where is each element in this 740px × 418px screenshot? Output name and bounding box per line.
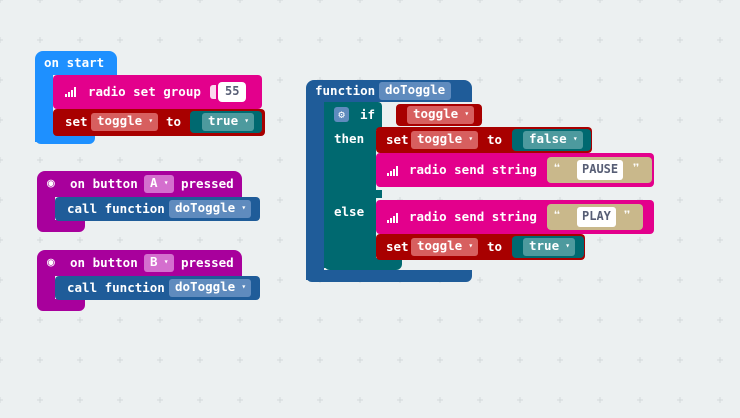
set-label: set [386, 132, 409, 147]
open-quote-icon: ❝ [553, 209, 561, 224]
function-name-field[interactable]: doToggle [379, 82, 452, 100]
chevron-down-icon: ▾ [565, 241, 571, 250]
gear-icon[interactable]: ⚙ [334, 107, 349, 122]
variable-dropdown-text: toggle [417, 131, 463, 146]
on-button-b-side [37, 274, 55, 304]
then-label: then [334, 131, 365, 146]
radio-signal-icon [387, 166, 399, 176]
if-block-bottom [324, 258, 402, 270]
input-notch [210, 85, 216, 99]
radio-set-group-label: radio set group [88, 84, 201, 99]
on-button-a-bottom [37, 220, 85, 232]
radio-signal-icon [387, 213, 399, 223]
on-start-side [35, 70, 53, 142]
button-b-dropdown[interactable]: B▾ [144, 254, 174, 272]
radio-signal-icon [65, 87, 77, 97]
radio-send-string-label: radio send string [409, 209, 537, 224]
target-icon: ◉ [47, 255, 55, 270]
function-bottom [306, 270, 472, 282]
function-dropdown[interactable]: doToggle ▾ [169, 279, 252, 297]
variable-dropdown[interactable]: toggle ▾ [411, 131, 479, 149]
boolean-dropdown-text: true [208, 113, 239, 128]
on-button-a-side [37, 195, 55, 225]
close-quote-icon: ❞ [623, 209, 631, 224]
else-label: else [334, 204, 365, 219]
close-quote-icon: ❞ [632, 162, 640, 177]
on-button-a-hat[interactable] [37, 171, 242, 197]
open-quote-icon: ❝ [553, 162, 561, 177]
call-function-label: call function [67, 280, 165, 295]
to-label: to [487, 132, 503, 147]
variable-dropdown[interactable]: toggle ▾ [411, 238, 479, 256]
target-icon: ◉ [47, 176, 55, 191]
boolean-dropdown[interactable]: true ▾ [523, 238, 576, 256]
on-button-b-bottom [37, 299, 85, 311]
function-dropdown-text: doToggle [175, 200, 236, 215]
string-input[interactable]: PLAY [577, 207, 616, 227]
variable-dropdown[interactable]: toggle ▾ [91, 113, 159, 131]
chevron-down-icon: ▾ [572, 134, 578, 143]
group-number-input[interactable]: 55 [218, 82, 247, 102]
if-block-mid [324, 190, 382, 198]
boolean-dropdown[interactable]: false ▾ [523, 131, 583, 149]
boolean-dropdown[interactable]: true ▾ [202, 113, 255, 131]
button-a-dropdown[interactable]: A▾ [144, 175, 174, 193]
on-button-label: on button [70, 255, 138, 270]
pressed-label: pressed [181, 176, 234, 191]
function-dropdown-text: doToggle [175, 279, 236, 294]
if-label: if [360, 107, 376, 122]
function-side [306, 100, 324, 280]
variable-dropdown-text: toggle [97, 113, 143, 128]
call-function-label: call function [67, 201, 165, 216]
boolean-dropdown-text: true [529, 238, 560, 253]
function-label: function [315, 83, 376, 98]
condition-dropdown-text: toggle [413, 106, 459, 121]
on-button-label: on button [70, 176, 138, 191]
condition-dropdown[interactable]: toggle ▾ [407, 106, 475, 124]
chevron-down-icon: ▾ [244, 116, 250, 125]
chevron-down-icon: ▾ [241, 282, 247, 291]
set-label: set [386, 239, 409, 254]
button-b-dropdown-text: B [150, 254, 158, 269]
chevron-down-icon: ▾ [163, 178, 169, 187]
chevron-down-icon: ▾ [241, 203, 247, 212]
to-label: to [166, 114, 182, 129]
variable-dropdown-text: toggle [417, 238, 463, 253]
chevron-down-icon: ▾ [163, 257, 169, 266]
if-block-side [324, 102, 376, 268]
to-label: to [487, 239, 503, 254]
chevron-down-icon: ▾ [468, 241, 474, 250]
string-input[interactable]: PAUSE [577, 160, 624, 180]
button-a-dropdown-text: A [150, 175, 158, 190]
chevron-down-icon: ▾ [464, 109, 470, 118]
on-button-b-hat[interactable] [37, 250, 242, 276]
pressed-label: pressed [181, 255, 234, 270]
radio-send-string-label: radio send string [409, 162, 537, 177]
chevron-down-icon: ▾ [468, 134, 474, 143]
boolean-dropdown-text: false [529, 131, 567, 146]
on-start-label: on start [44, 55, 105, 70]
set-label: set [65, 114, 88, 129]
function-dropdown[interactable]: doToggle ▾ [169, 200, 252, 218]
chevron-down-icon: ▾ [148, 116, 154, 125]
